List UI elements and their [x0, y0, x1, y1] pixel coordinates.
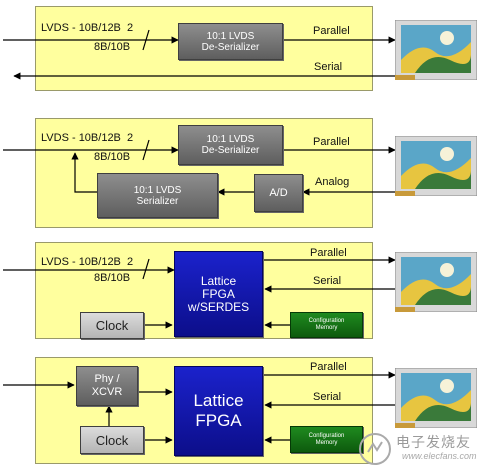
serial-label: Serial — [313, 275, 342, 287]
ad-converter-block: A/D — [254, 174, 303, 212]
lcd-display-image — [395, 20, 477, 80]
lvds-label: LVDS - 10B/12B 2 — [41, 256, 134, 268]
clock-block: Clock — [80, 426, 144, 454]
clock-block: Clock — [80, 312, 144, 339]
deserializer-block: 10:1 LVDS De-Serializer — [178, 125, 283, 165]
watermark: 电子发烧友 www.elecfans.com — [358, 432, 494, 466]
encoding-label: 8B/10B — [94, 151, 131, 163]
watermark-url: www.elecfans.com — [402, 451, 477, 461]
fpga-serdes-block: Lattice FPGA w/SERDES — [174, 251, 263, 337]
parallel-label: Parallel — [310, 247, 347, 259]
serializer-block: 10:1 LVDS Serializer — [97, 173, 218, 218]
serial-label: Serial — [313, 391, 342, 403]
analog-label: Analog — [315, 176, 350, 188]
phy-xcvr-block: Phy / XCVR — [76, 366, 138, 406]
parallel-label: Parallel — [310, 361, 347, 373]
encoding-label: 8B/10B — [94, 41, 131, 53]
lcd-display-image — [395, 252, 477, 312]
encoding-label: 8B/10B — [94, 272, 131, 284]
lvds-label: LVDS - 10B/12B 2 — [41, 132, 134, 144]
deserializer-block: 10:1 LVDS De-Serializer — [178, 23, 283, 60]
serial-label: Serial — [314, 61, 343, 73]
watermark-logo-icon — [359, 433, 391, 465]
parallel-label: Parallel — [313, 136, 350, 148]
config-memory-block: Configuration Memory — [290, 426, 363, 453]
lcd-display-image — [395, 368, 477, 428]
lvds-label: LVDS - 10B/12B 2 — [41, 22, 134, 34]
lcd-display-image — [395, 136, 477, 196]
fpga-block: Lattice FPGA — [174, 366, 263, 456]
watermark-text: 电子发烧友 — [396, 434, 471, 450]
parallel-label: Parallel — [313, 25, 350, 37]
config-memory-block: Configuration Memory — [290, 312, 363, 338]
